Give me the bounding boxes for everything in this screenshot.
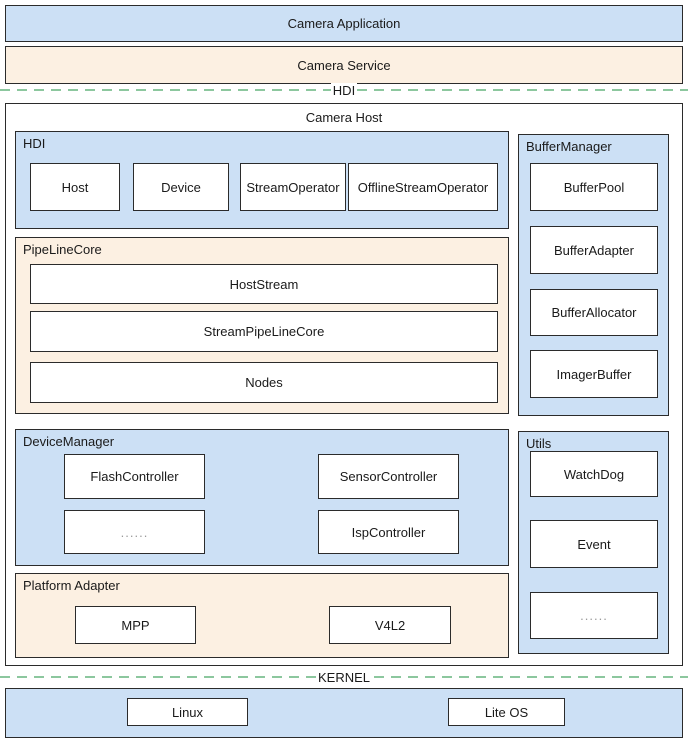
panel-hdi-title: HDI	[23, 136, 46, 151]
box-mpp-label: MPP	[121, 617, 150, 633]
box-imager-buffer: ImagerBuffer	[530, 350, 658, 398]
box-watchdog-label: WatchDog	[563, 466, 625, 482]
box-utils-ellipsis-label: ......	[580, 608, 608, 623]
panel-device-manager-title: DeviceManager	[23, 434, 115, 449]
box-buffer-adapter: BufferAdapter	[530, 226, 658, 274]
layer-camera-service: Camera Service	[5, 46, 683, 84]
box-utils-ellipsis: ......	[530, 592, 658, 639]
box-sensor-controller-label: SensorController	[339, 469, 438, 484]
box-host-stream-label: HostStream	[229, 276, 299, 292]
panel-pipeline-core-title: PipeLineCore	[23, 242, 102, 257]
layer-camera-application-label: Camera Application	[287, 16, 401, 31]
box-stream-operator-label: StreamOperator	[246, 179, 340, 195]
box-lite-os: Lite OS	[448, 698, 565, 726]
box-watchdog: WatchDog	[530, 451, 658, 497]
hdi-boundary-label: HDI	[330, 82, 358, 98]
box-mpp: MPP	[75, 606, 196, 644]
box-linux-label: Linux	[171, 704, 204, 720]
box-host-stream: HostStream	[30, 264, 498, 304]
box-buffer-adapter-label: BufferAdapter	[554, 242, 634, 258]
box-stream-pipeline-core-label: StreamPipeLineCore	[203, 324, 325, 339]
box-buffer-allocator: BufferAllocator	[530, 289, 658, 336]
panel-buffer-manager-title: BufferManager	[526, 139, 612, 154]
box-buffer-allocator-label: BufferAllocator	[551, 305, 637, 320]
box-nodes: Nodes	[30, 362, 498, 403]
box-buffer-pool: BufferPool	[530, 163, 658, 211]
box-device-label: Device	[161, 179, 201, 195]
box-event: Event	[530, 520, 658, 568]
box-lite-os-label: Lite OS	[484, 704, 529, 720]
panel-utils-title: Utils	[526, 436, 552, 451]
box-isp-controller: IspController	[318, 510, 459, 554]
box-flash-controller: FlashController	[64, 454, 205, 499]
layer-camera-service-label: Camera Service	[297, 57, 391, 73]
kernel-boundary-label: KERNEL	[315, 669, 373, 685]
box-flash-controller-label: FlashController	[90, 469, 179, 484]
box-nodes-label: Nodes	[245, 375, 283, 390]
box-offline-stream-operator: OfflineStreamOperator	[348, 163, 498, 211]
box-v4l2: V4L2	[329, 606, 451, 644]
box-isp-controller-label: IspController	[351, 524, 426, 540]
box-device: Device	[133, 163, 229, 211]
box-stream-pipeline-core: StreamPipeLineCore	[30, 311, 498, 352]
layer-kernel: Linux Lite OS	[5, 688, 683, 738]
camera-host-title: Camera Host	[305, 110, 383, 125]
camera-host-container: Camera Host HDI Host Device StreamOperat…	[5, 103, 683, 666]
box-imager-buffer-label: ImagerBuffer	[556, 366, 632, 382]
box-event-label: Event	[577, 536, 611, 552]
box-offline-stream-operator-label: OfflineStreamOperator	[357, 179, 489, 195]
box-buffer-pool-label: BufferPool	[563, 179, 625, 195]
hdi-boundary: HDI	[0, 82, 688, 98]
box-host: Host	[30, 163, 120, 211]
box-device-manager-ellipsis: ......	[64, 510, 205, 554]
panel-platform-adapter-title: Platform Adapter	[23, 578, 120, 593]
box-linux: Linux	[127, 698, 248, 726]
box-host-label: Host	[61, 179, 89, 195]
box-stream-operator: StreamOperator	[240, 163, 346, 211]
layer-camera-application: Camera Application	[5, 5, 683, 42]
kernel-boundary: KERNEL	[0, 669, 688, 685]
box-device-manager-ellipsis-label: ......	[120, 524, 149, 540]
box-v4l2-label: V4L2	[374, 617, 406, 633]
box-sensor-controller: SensorController	[318, 454, 459, 499]
